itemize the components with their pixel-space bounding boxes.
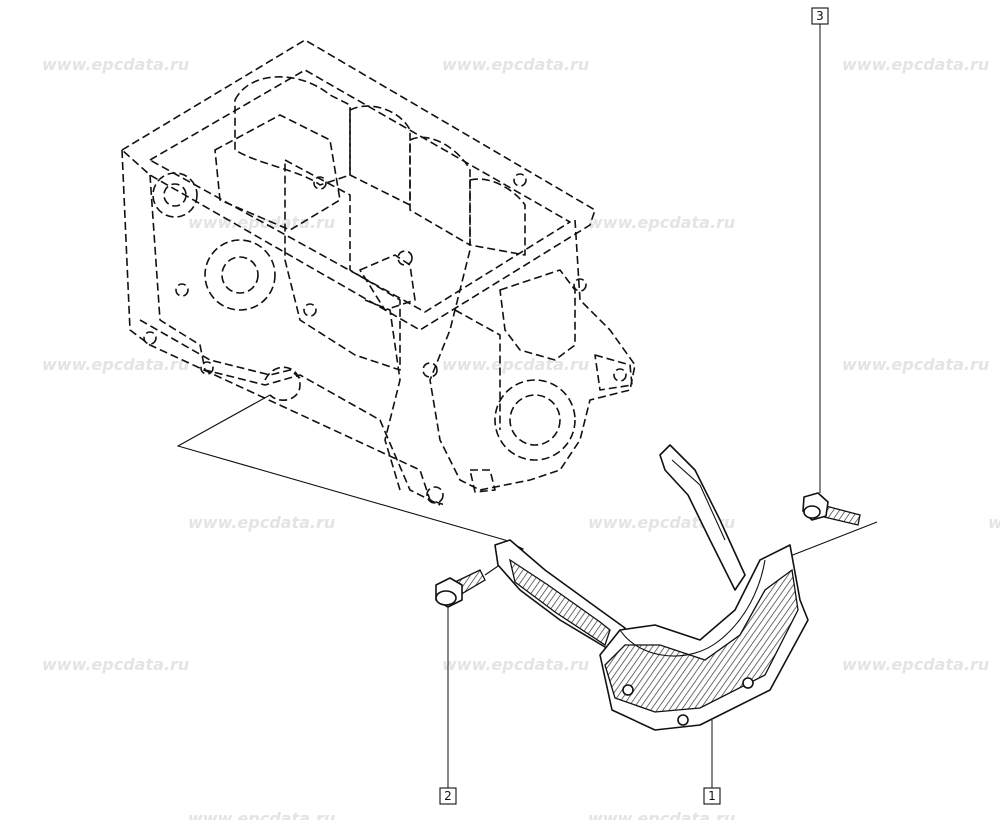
flange-bolt-right	[802, 492, 861, 526]
watermark-text: www.epcdata.ru	[42, 655, 189, 674]
watermark-text: www.epcdata.ru	[188, 513, 335, 532]
watermark-layer: www.epcdata.ru www.epcdata.ru www.epcdata.…	[42, 55, 1000, 820]
callout-3-label: 3	[816, 9, 824, 23]
callout-3: 3	[811, 7, 829, 25]
watermark-text: www.epcdata.ru	[188, 809, 335, 820]
watermark-text: www.epcdata.ru	[442, 55, 589, 74]
flange-bolt-left	[435, 569, 486, 608]
watermark-text: www.epcdata.ru	[42, 55, 189, 74]
callout-2: 2	[439, 787, 457, 805]
watermark-text: www.epcdata.ru	[42, 355, 189, 374]
watermark-text: www.epcdata.ru	[842, 55, 989, 74]
callout-2-label: 2	[444, 789, 452, 803]
watermark-text: www.epcdata.ru	[842, 655, 989, 674]
callout-1-label: 1	[708, 789, 716, 803]
watermark-text: www.epcdata.ru	[442, 355, 589, 374]
watermark-text: www.epcdata.ru	[588, 213, 735, 232]
watermark-text: www.epcdata.ru	[842, 355, 989, 374]
watermark-text: www.epcdata.ru	[442, 655, 589, 674]
watermark-text: www.epcdata.ru	[588, 809, 735, 820]
alignment-lines	[176, 394, 878, 576]
crankcase-reinforcement-bracket	[494, 444, 809, 731]
engine-block-outline	[121, 39, 636, 506]
callout-1: 1	[703, 787, 721, 805]
callout-leaders	[447, 24, 821, 788]
watermark-text: www.epcdata.ru	[988, 513, 1000, 532]
